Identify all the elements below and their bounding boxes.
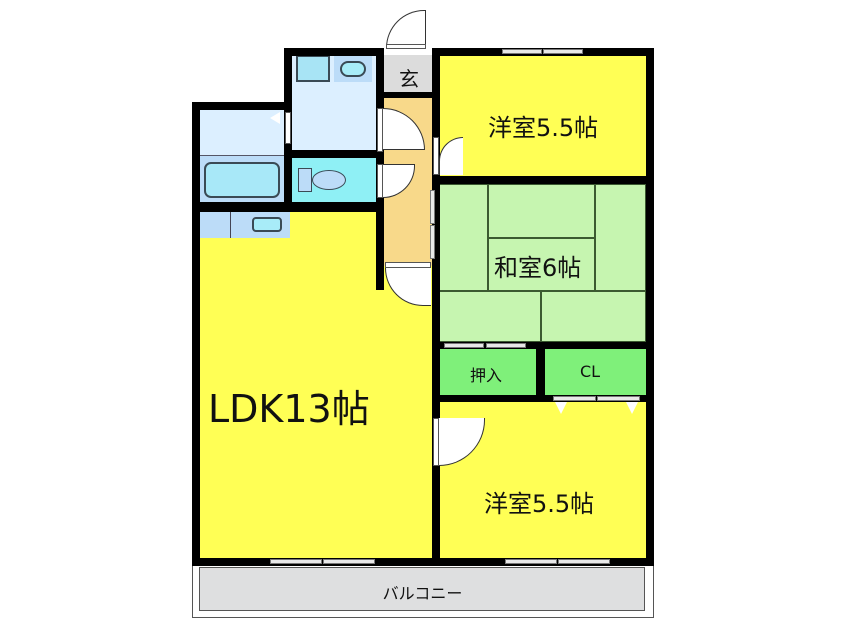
wall	[200, 202, 384, 212]
tatami-mat-icon	[488, 238, 595, 291]
toilet-icon	[298, 168, 312, 192]
sink-icon	[334, 55, 372, 82]
tatami-mat-icon	[595, 184, 646, 291]
entrance: 玄	[382, 55, 436, 96]
wall	[432, 48, 440, 558]
japanese-label: 和室6帖	[494, 254, 582, 282]
wall	[432, 176, 654, 184]
wall	[536, 342, 545, 398]
sliding-door-icon[interactable]	[430, 190, 435, 224]
door-hinge-icon	[270, 112, 280, 124]
toilet-room	[292, 158, 376, 203]
sliding-door-icon[interactable]	[430, 225, 435, 259]
sliding-door-icon[interactable]	[444, 343, 484, 348]
oshiire-label: 押入	[469, 366, 502, 385]
closet-door-hinge-icon	[555, 402, 567, 414]
window-icon	[323, 559, 375, 564]
washing-machine-icon	[296, 55, 330, 82]
washroom	[292, 55, 376, 151]
sliding-door-icon[interactable]	[486, 343, 526, 348]
tatami-mat-icon	[436, 184, 488, 291]
wall	[292, 150, 384, 158]
entrance-label: 玄	[399, 67, 419, 91]
kitchen-sink-icon	[252, 217, 282, 232]
wall	[646, 48, 654, 566]
closet-door-icon[interactable]	[597, 396, 640, 401]
wall	[192, 558, 654, 566]
window-icon	[558, 559, 610, 564]
kitchen-counter	[200, 212, 290, 238]
closet-door-hinge-icon	[626, 402, 638, 414]
wall	[432, 395, 654, 402]
oshiire[interactable]: 押入	[436, 349, 536, 395]
closet-label: CL	[579, 362, 601, 381]
western-top-label: 洋室5.5帖	[488, 114, 599, 142]
window-icon	[543, 49, 583, 54]
room-japanese	[436, 184, 646, 342]
ldk-label: LDK13帖	[208, 387, 370, 431]
room-western-top	[440, 56, 646, 176]
window-icon	[502, 49, 542, 54]
western-bottom-label: 洋室5.5帖	[484, 490, 595, 518]
window-icon	[505, 559, 557, 564]
wall	[284, 48, 292, 110]
wall	[284, 110, 292, 212]
closet[interactable]: CL	[545, 349, 646, 395]
closet-door-icon[interactable]	[553, 396, 596, 401]
wall	[192, 102, 292, 110]
front-door-icon[interactable]	[386, 10, 426, 48]
balcony-label: バルコニー	[382, 584, 463, 603]
tatami-mat-icon	[541, 291, 646, 342]
bathtub-icon	[204, 162, 280, 198]
window-icon	[270, 559, 322, 564]
wall	[382, 92, 440, 98]
wall	[284, 48, 384, 56]
tatami-mat-icon	[436, 291, 541, 342]
bathroom	[200, 156, 284, 202]
wall	[192, 102, 200, 566]
balcony: バルコニー	[192, 563, 654, 618]
tatami-mat-icon	[488, 184, 595, 238]
